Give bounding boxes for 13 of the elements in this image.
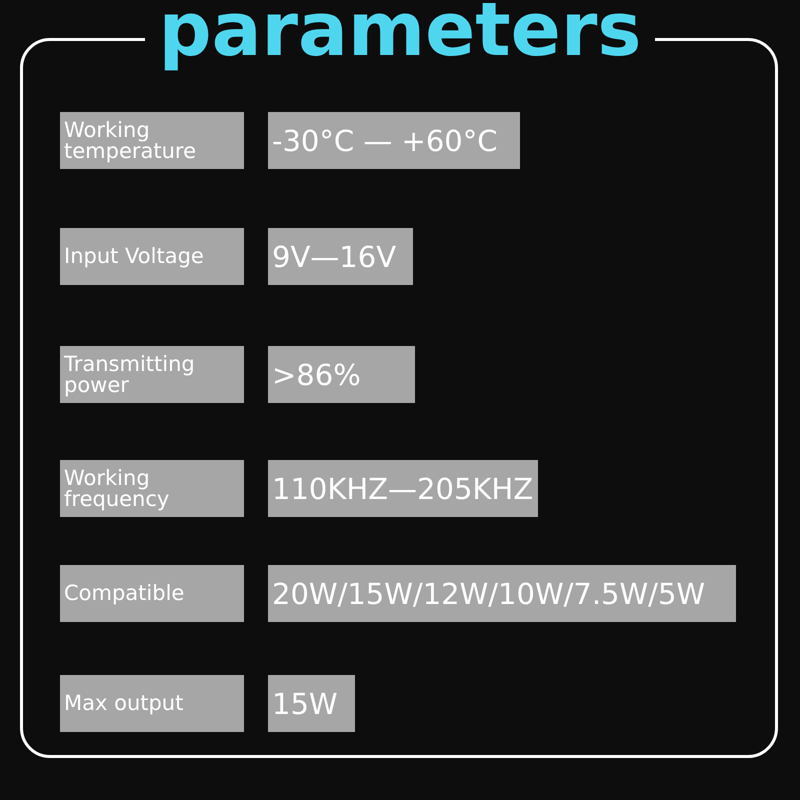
- parameter-name-cell: Max output: [60, 675, 244, 732]
- parameter-name-cell: Working temperature: [60, 112, 244, 169]
- value-cell: 15W: [268, 675, 355, 732]
- parameter-name-cell: Input Voltage: [60, 228, 244, 285]
- value-cell: 110KHZ—205KHZ: [268, 460, 538, 517]
- parameter-name-cell: Transmitting power: [60, 346, 244, 403]
- parameter-name-cell: Working frequency: [60, 460, 244, 517]
- parameter-name-cell: Compatible: [60, 565, 244, 622]
- value-cell: >86%: [268, 346, 415, 403]
- value-cell: 9V—16V: [268, 228, 413, 285]
- title: parameters: [145, 0, 655, 72]
- value-cell: -30°C — +60°C: [268, 112, 520, 169]
- value-cell: 20W/15W/12W/10W/7.5W/5W: [268, 565, 736, 622]
